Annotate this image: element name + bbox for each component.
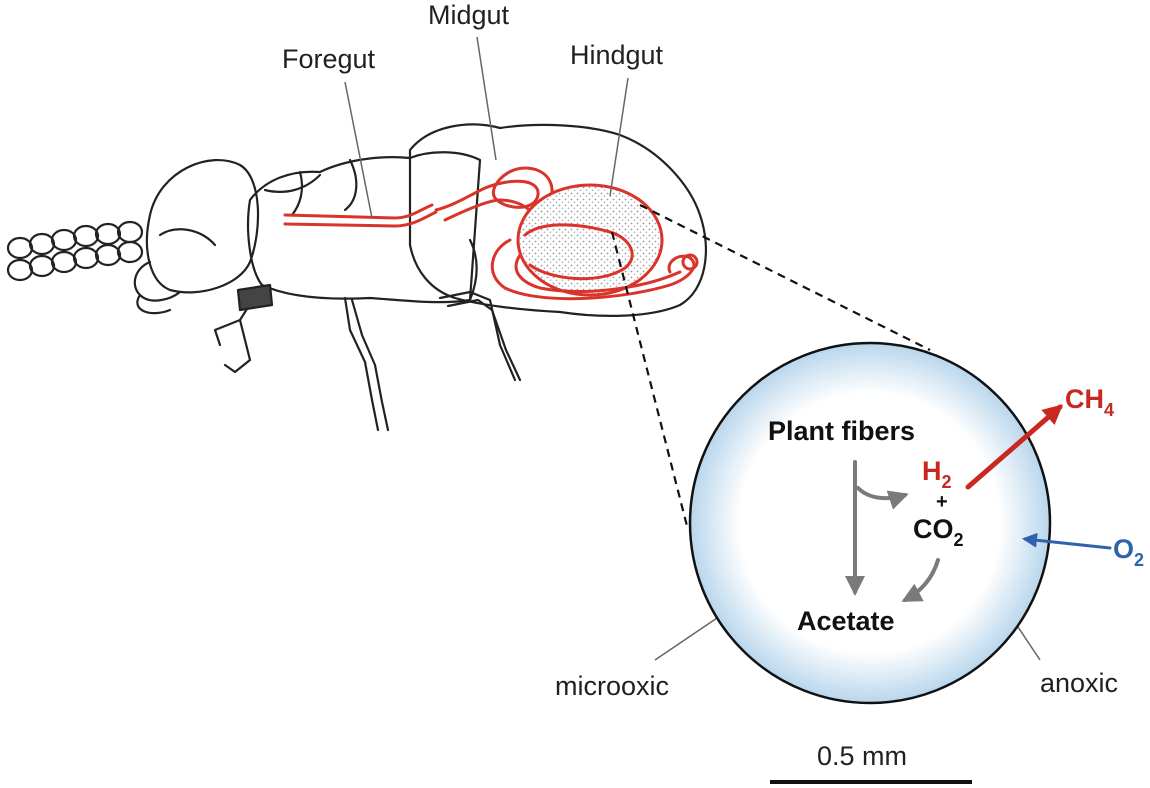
anoxic-label: anoxic: [1040, 668, 1118, 698]
plus-label: +: [936, 491, 948, 513]
termite-illustration: [6, 123, 707, 432]
h2-label: H2: [922, 456, 952, 492]
termite-leg-middle: [343, 296, 380, 432]
gut-illustration: [283, 166, 699, 301]
plant-fibers-label: Plant fibers: [768, 416, 915, 446]
acetate-label: Acetate: [797, 606, 895, 636]
arrow-co2-to-acetate: [901, 558, 940, 602]
termite-abdomen: [408, 123, 707, 317]
microoxic-label: microoxic: [555, 671, 669, 701]
hindgut-label: Hindgut: [570, 40, 664, 70]
arrow-h2-to-ch4: [965, 404, 1064, 490]
arrow-fibers-to-h2co2: [856, 486, 909, 510]
o2-label: O2: [1113, 534, 1144, 570]
termite-head: [145, 159, 260, 294]
foregut-tube: [283, 203, 434, 220]
inset-circle: [688, 341, 1052, 705]
foregut-label: Foregut: [282, 44, 376, 74]
midgut-label: Midgut: [428, 0, 510, 30]
termite-leg-rear: [438, 290, 517, 382]
flow-arrows: [845, 460, 940, 602]
zoom-lines: [610, 204, 931, 531]
scale-bar-label: 0.5 mm: [817, 741, 907, 771]
arrow-o2-inward: [1022, 532, 1112, 550]
midgut-loop: [434, 166, 554, 212]
co2-label: CO2: [913, 514, 964, 550]
ch4-label: CH4: [1065, 384, 1114, 420]
antenna-beads: [6, 220, 144, 282]
